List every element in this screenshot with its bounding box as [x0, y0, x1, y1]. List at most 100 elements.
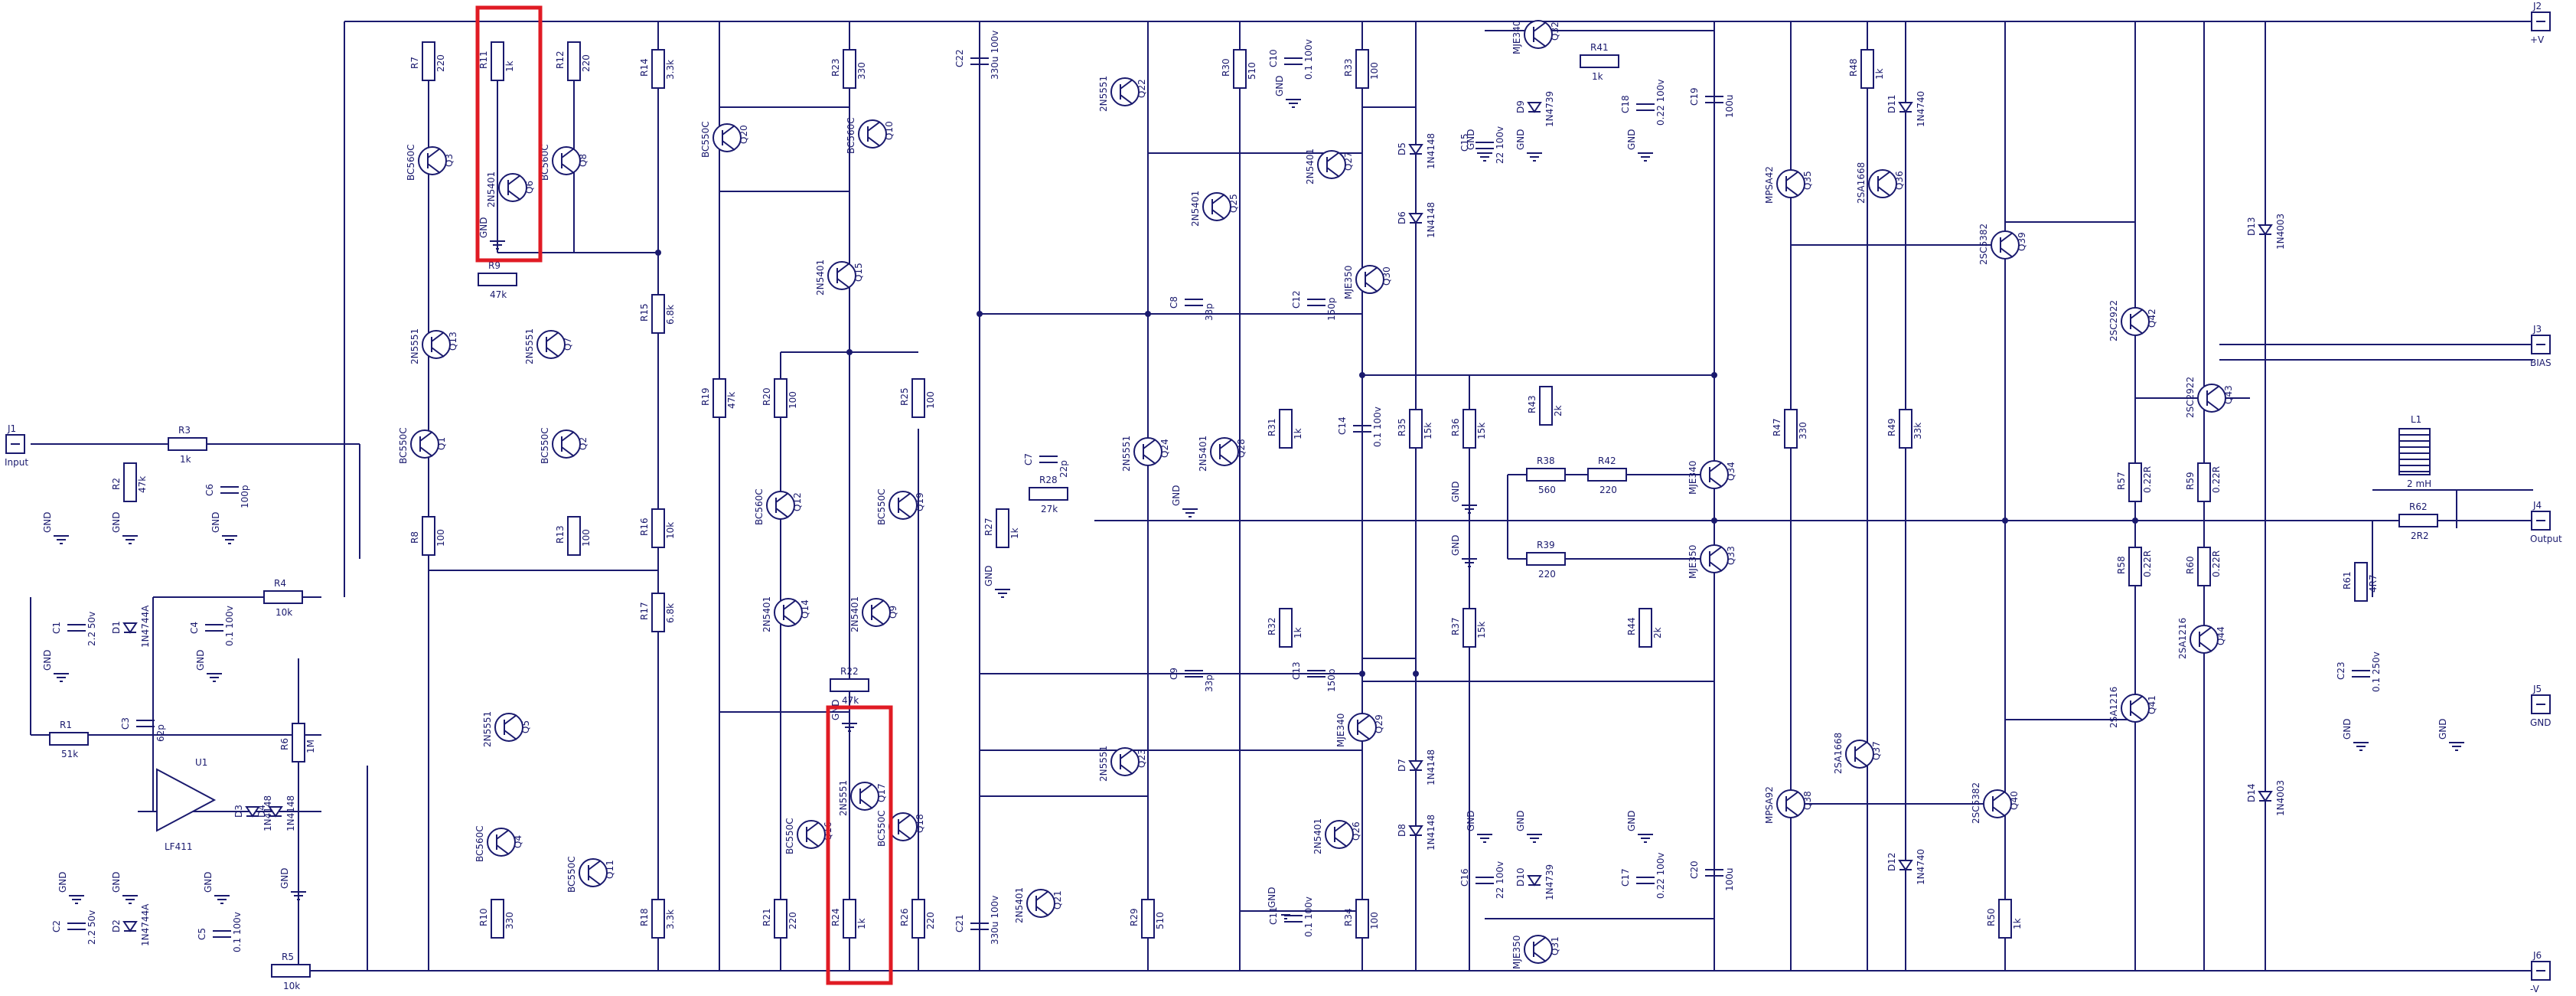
- resistor-value: 100: [581, 529, 592, 547]
- resistor-value: 220: [581, 54, 592, 72]
- resistor-ref: R26: [899, 908, 910, 926]
- transistor-ref: Q31: [1550, 936, 1560, 955]
- capacitor-ref: C17: [1620, 868, 1631, 887]
- transistor-part: BC550C: [566, 856, 577, 893]
- resistor-ref: R31: [1267, 418, 1277, 436]
- capacitor-value: 0.1 100v: [1303, 39, 1314, 80]
- resistor-ref: R57: [2116, 472, 2127, 490]
- ground-symbol: GND: [210, 511, 237, 544]
- ground-label: GND: [1626, 810, 1637, 831]
- transistor-ref: Q4: [513, 835, 523, 848]
- resistor-ref: R38: [1537, 456, 1555, 466]
- ground-label: GND: [1274, 75, 1285, 96]
- capacitor-value: 0.1 100v: [232, 912, 243, 952]
- resistor-value: 10k: [283, 981, 300, 991]
- resistor-r5: R5 10k: [271, 952, 311, 991]
- transistor-part: MJE350: [1343, 266, 1354, 299]
- resistor-value: 510: [1155, 912, 1166, 929]
- diode-ref: D2: [111, 919, 122, 932]
- resistor-value: 2k: [1553, 405, 1564, 416]
- transistor-part: BC550C: [700, 121, 711, 158]
- resistor-value: 1k: [1293, 627, 1303, 638]
- resistor-ref: R47: [1772, 418, 1782, 436]
- transistor-ref: Q28: [1236, 439, 1247, 458]
- transistor-ref: Q11: [605, 860, 615, 879]
- transistor-part: 2SA1668: [1833, 733, 1844, 774]
- ground-label: GND: [2437, 718, 2448, 740]
- transistor-ref: Q32: [1550, 21, 1560, 41]
- junction-dot: [2132, 518, 2138, 524]
- resistor-value: 220: [1599, 485, 1617, 495]
- resistor-value: 1k: [1009, 527, 1020, 539]
- resistor-value: 47k: [137, 476, 148, 493]
- transistor-ref: Q40: [2009, 791, 2020, 810]
- transistor-ref: Q33: [1726, 546, 1736, 565]
- capacitor-value: 100p: [240, 485, 250, 508]
- highlight-box-input-stage: [475, 5, 543, 263]
- ground-label: GND: [111, 871, 122, 893]
- ground-label: GND: [1515, 129, 1526, 150]
- connector-ref: J1: [7, 423, 16, 434]
- transistor-part: 2N5401: [815, 260, 826, 296]
- resistor-ref: R30: [1221, 58, 1231, 77]
- capacitor-value: 100u: [1724, 94, 1735, 118]
- resistor-value: 0.22R: [2142, 550, 2153, 577]
- inductor-ref: L1: [2411, 414, 2421, 425]
- resistor-value: 100: [1369, 62, 1380, 80]
- capacitor-value: 22 100v: [1495, 861, 1505, 899]
- diode-d9: D9 1N4739: [1515, 91, 1555, 127]
- transistor-part: BC560C: [754, 488, 765, 525]
- diode-part: 1N4739: [1544, 91, 1555, 127]
- transistor-part: MJE350: [1687, 545, 1698, 579]
- transistor-ref: Q38: [1802, 791, 1813, 810]
- transistor-part: 2N5401: [849, 596, 860, 632]
- ground-symbol: GND: [1450, 481, 1477, 514]
- resistor-ref: R25: [899, 387, 910, 406]
- connector-label: Input: [5, 457, 28, 468]
- capacitor-value: 330u 100v: [990, 31, 1000, 80]
- capacitor-ref: C10: [1268, 49, 1279, 67]
- resistor-ref: R5: [282, 952, 294, 962]
- resistor-ref: R4: [274, 578, 286, 589]
- resistor-value: 1k: [180, 454, 191, 465]
- transistor-part: MJE340: [1335, 714, 1346, 747]
- transistor-part: 2N5551: [838, 780, 849, 816]
- transistor-ref: Q14: [800, 599, 810, 619]
- diode-ref: D9: [1515, 100, 1526, 113]
- transistor-part: 2SC5382: [1978, 224, 1989, 265]
- ground-label: GND: [1466, 810, 1476, 831]
- ground-symbol: GND: [1450, 534, 1477, 567]
- capacitor-ref: C8: [1169, 296, 1179, 309]
- resistor-ref: R10: [478, 908, 489, 926]
- capacitor-ref: C6: [204, 484, 215, 496]
- capacitor-value: 100u: [1724, 867, 1735, 891]
- resistor-ref: R61: [2342, 571, 2353, 589]
- resistor-ref: R11: [478, 51, 489, 69]
- resistor-value: 1k: [1592, 71, 1603, 82]
- junction-dot: [1359, 671, 1365, 677]
